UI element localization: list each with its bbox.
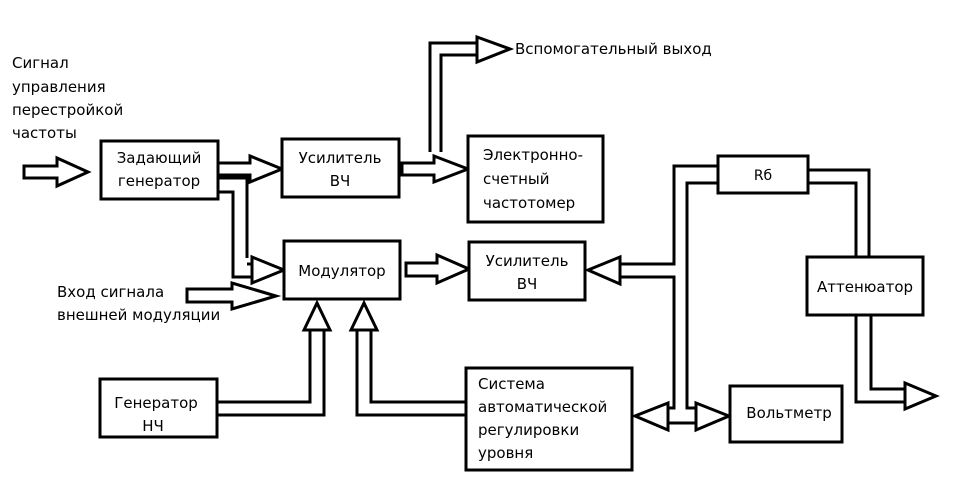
- rf-amplifier-2-block: Усилитель ВЧ: [467, 240, 587, 302]
- arrow-output-head: [903, 380, 940, 412]
- frequency-counter-block: Электронно- счетный частотомер: [466, 134, 605, 224]
- label-line: Сигнал: [12, 54, 69, 72]
- block-label: НЧ: [142, 417, 164, 435]
- arrow-control-input: [22, 155, 92, 189]
- arrow-external-modulation: [185, 280, 282, 312]
- label-line: управления: [12, 78, 106, 96]
- block-label: ВЧ: [330, 172, 351, 190]
- auxiliary-output-label: Вспомогательный выход: [515, 40, 712, 58]
- lf-generator-block: Генератор НЧ: [98, 377, 219, 439]
- arrow-aux-output-head: [475, 34, 515, 65]
- connector-r6-attenuator: [808, 181, 858, 257]
- block-label: регулировки: [478, 421, 579, 439]
- rf-amplifier-1-block: Усилитель ВЧ: [280, 137, 401, 199]
- agc-system-block: Система автоматической регулировки уровн…: [464, 366, 634, 472]
- block-label: Вольтметр: [746, 404, 831, 422]
- connections: [217, 41, 905, 425]
- block-label: Генератор: [114, 394, 198, 412]
- connector-master-modulator: [218, 190, 252, 279]
- control-signal-label: Сигнал управления перестройкой частоты: [12, 54, 123, 142]
- connector-agc-modulator: [369, 330, 466, 404]
- block-label: счетный: [483, 170, 549, 188]
- block-label: Электронно-: [483, 146, 583, 164]
- arrow-master-to-amp: [216, 153, 286, 185]
- label-line: внешней модуляции: [57, 306, 220, 324]
- connector-r6-attenuator: [808, 168, 871, 257]
- connector-master-modulator: [218, 176, 249, 258]
- connector-r6-voltmeter: [685, 181, 718, 410]
- arrow-lf-up-head: [301, 299, 333, 332]
- external-modulation-label: Вход сигнала внешней модуляции: [57, 283, 220, 324]
- connector-lf-modulator: [217, 330, 312, 404]
- arrow-to-modulator-head: [250, 254, 288, 286]
- block-label: частотомер: [483, 194, 575, 212]
- block-label: Rб: [754, 168, 772, 184]
- arrow-to-amp2-head: [584, 254, 622, 287]
- attenuator-block: Аттенюатор: [805, 255, 925, 317]
- label-line: перестройкой: [12, 101, 123, 119]
- voltmeter-block: Вольтметр: [728, 384, 844, 444]
- master-oscillator-block: Задающий генератор: [99, 139, 220, 201]
- resistor-block: Rб: [716, 154, 810, 195]
- arrow-to-voltmeter-head: [694, 400, 733, 433]
- connector-r6-amp: [620, 275, 676, 410]
- connector-aux-output: [428, 41, 477, 152]
- block-label: Аттенюатор: [817, 278, 913, 296]
- block-label: уровня: [478, 444, 533, 462]
- label-line: частоты: [12, 124, 77, 142]
- connector-aux-output: [439, 53, 477, 152]
- arrow-to-agc-head: [631, 400, 670, 433]
- block-label: генератор: [118, 172, 200, 190]
- arrow-amp-to-counter: [400, 153, 473, 185]
- label-line: Вход сигнала: [57, 283, 164, 301]
- block-label: автоматической: [478, 398, 607, 416]
- connector-attenuator-output: [854, 315, 905, 404]
- arrow-agc-up-head: [348, 299, 380, 332]
- block-label: ВЧ: [517, 275, 538, 293]
- block-label: Усилитель: [486, 252, 569, 270]
- connector-lf-modulator: [217, 330, 326, 417]
- block-label: Модулятор: [298, 262, 385, 280]
- block-label: Система: [478, 375, 545, 393]
- block-label: Задающий: [117, 149, 202, 167]
- connector-agc-modulator: [355, 330, 466, 417]
- connector-attenuator-output: [869, 315, 905, 391]
- connector-r6-amp: [620, 164, 718, 266]
- modulator-block: Модулятор: [282, 239, 402, 301]
- arrow-modulator-to-amp2: [404, 252, 473, 286]
- arrows: [22, 34, 940, 433]
- block-label: Усилитель: [299, 149, 382, 167]
